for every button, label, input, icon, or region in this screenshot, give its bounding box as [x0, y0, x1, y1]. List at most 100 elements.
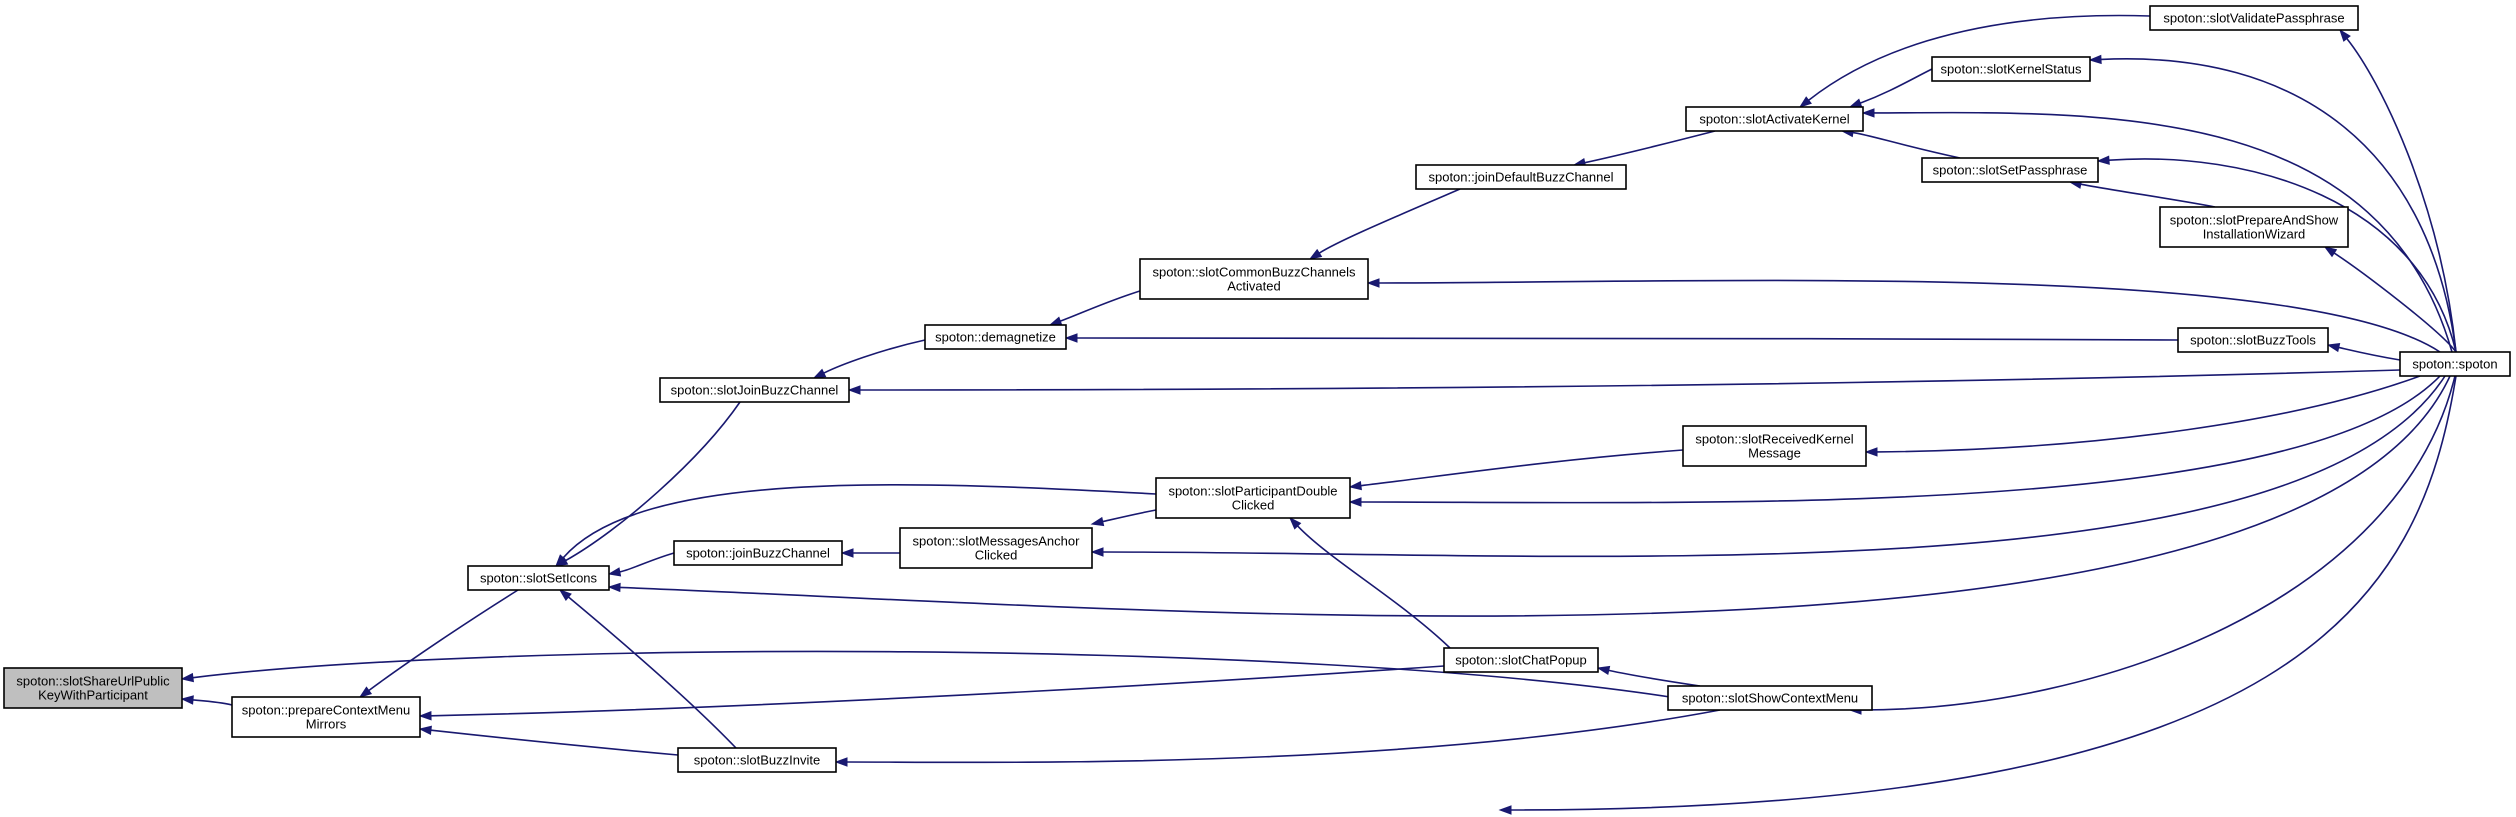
- edge-showctx-to-share: [180, 650, 1671, 698]
- node-box: [2177, 327, 2329, 353]
- edge-line: [823, 339, 926, 374]
- edge-line: [2108, 158, 2457, 353]
- arrowhead-icon: [1348, 480, 1362, 491]
- node-box: [1139, 258, 1369, 300]
- node-label: spoton::slotShowContextMenu: [1682, 691, 1858, 706]
- node-joindefault[interactable]: spoton::joinDefaultBuzzChannel: [1415, 164, 1627, 190]
- nodes-layer: spoton::slotShareUrlPublicKeyWithPartici…: [3, 5, 2511, 773]
- arrowhead-icon: [1848, 98, 1863, 108]
- node-label: spoton::slotValidatePassphrase: [2163, 11, 2344, 26]
- node-spoton[interactable]: spoton::spoton: [2399, 351, 2511, 377]
- node-validate[interactable]: spoton::slotValidatePassphrase: [2149, 5, 2359, 31]
- node-label: spoton::slotParticipantDouble: [1168, 484, 1337, 499]
- edge-line: [1360, 375, 2441, 504]
- node-share[interactable]: spoton::slotShareUrlPublicKeyWithPartici…: [3, 667, 183, 709]
- node-label: spoton::slotJoinBuzzChannel: [671, 383, 839, 398]
- arrowhead-icon: [1090, 547, 1104, 557]
- node-seticons[interactable]: spoton::slotSetIcons: [467, 565, 610, 591]
- node-setpass[interactable]: spoton::slotSetPassphrase: [1921, 157, 2099, 183]
- edge-spoton-to-seticons: [607, 375, 2451, 617]
- arrowhead-icon: [358, 686, 373, 698]
- edge-kstatus-to-activate: [1848, 68, 1933, 108]
- node-box: [1685, 106, 1864, 132]
- node-label: spoton::prepareContextMenu: [242, 703, 410, 718]
- node-demag[interactable]: spoton::demagnetize: [924, 324, 1067, 350]
- node-label: spoton::slotBuzzTools: [2190, 333, 2316, 348]
- arrowhead-icon: [812, 368, 827, 379]
- edge-line: [2338, 346, 2401, 361]
- edge-showctx-to-buzzinvite: [834, 709, 1721, 767]
- node-box: [673, 540, 843, 566]
- node-wizard[interactable]: spoton::slotPrepareAndShowInstallationWi…: [2159, 206, 2349, 248]
- edge-line: [1808, 14, 2151, 101]
- edge-demag-to-joinbuzzch: [812, 339, 926, 379]
- arrowhead-icon: [2088, 54, 2102, 65]
- arrowhead-icon: [1288, 516, 1302, 530]
- edge-spoton-to-partdbl: [1348, 375, 2441, 507]
- edge-spoton-to-validate: [2339, 28, 2457, 353]
- node-label: spoton::slotShareUrlPublic: [16, 674, 170, 689]
- edge-pcmm-to-share: [180, 695, 233, 706]
- arrowhead-icon: [418, 711, 432, 721]
- edge-line: [1852, 131, 1961, 159]
- node-box: [1443, 647, 1599, 673]
- edge-line: [619, 552, 675, 573]
- node-box: [677, 747, 837, 773]
- arrowhead-icon: [1798, 96, 1812, 108]
- edge-line: [368, 589, 519, 692]
- arrowhead-icon: [180, 672, 194, 683]
- edge-line: [1360, 449, 1684, 487]
- node-label: Activated: [1227, 279, 1280, 294]
- node-box: [1667, 685, 1873, 711]
- edge-wizard-to-setpass: [2068, 179, 2216, 208]
- node-label: spoton::slotCommonBuzzChannels: [1152, 265, 1356, 280]
- edge-line: [1378, 279, 2441, 353]
- arrowhead-icon: [418, 725, 432, 735]
- edge-msganchor-to-joinbuzz: [840, 548, 900, 558]
- node-activate[interactable]: spoton::slotActivateKernel: [1685, 106, 1864, 132]
- node-buzztools[interactable]: spoton::slotBuzzTools: [2177, 327, 2329, 353]
- edge-line: [430, 729, 679, 756]
- node-joinbuzzch[interactable]: spoton::slotJoinBuzzChannel: [659, 377, 850, 403]
- edge-recvkernel-to-partdbl: [1348, 449, 1684, 491]
- arrowhead-icon: [834, 757, 848, 767]
- node-box: [2149, 5, 2359, 31]
- node-joinbuzz[interactable]: spoton::joinBuzzChannel: [673, 540, 843, 566]
- node-label: spoton::slotSetPassphrase: [1933, 163, 2088, 178]
- edge-activate-to-joindefault: [1572, 130, 1716, 168]
- arrowhead-icon: [1348, 497, 1362, 507]
- arrowhead-icon: [847, 385, 861, 395]
- node-box: [1415, 164, 1627, 190]
- edge-line: [1102, 375, 2446, 558]
- node-chatpopup[interactable]: spoton::slotChatPopup: [1443, 647, 1599, 673]
- node-label: Clicked: [1232, 498, 1275, 513]
- arrowhead-icon: [2326, 342, 2341, 353]
- edge-buzztools-to-demag: [1064, 333, 2179, 343]
- edge-line: [1297, 525, 1451, 649]
- arrowhead-icon: [2323, 246, 2338, 258]
- edge-line: [1860, 68, 1933, 104]
- node-buzzinvite[interactable]: spoton::slotBuzzInvite: [677, 747, 837, 773]
- node-label: spoton::slotChatPopup: [1455, 653, 1587, 668]
- node-showctx[interactable]: spoton::slotShowContextMenu: [1667, 685, 1873, 711]
- node-label: InstallationWizard: [2203, 227, 2306, 242]
- node-label: spoton::slotPrepareAndShow: [2170, 213, 2339, 228]
- edge-partdbl-to-seticons: [555, 483, 1157, 568]
- arrowhead-icon: [1861, 108, 1875, 118]
- edge-seticons-to-pcmm: [358, 589, 519, 698]
- node-box: [2159, 206, 2349, 248]
- edge-line: [619, 375, 2451, 617]
- edge-spoton-to-msganchor: [1090, 375, 2446, 558]
- node-label: spoton::slotReceivedKernel: [1695, 432, 1853, 447]
- edge-spoton-to-common: [1366, 278, 2441, 353]
- node-kstatus[interactable]: spoton::slotKernelStatus: [1931, 56, 2091, 82]
- node-label: spoton::slotSetIcons: [480, 571, 598, 586]
- edge-line: [567, 596, 737, 749]
- node-label: Message: [1748, 446, 1801, 461]
